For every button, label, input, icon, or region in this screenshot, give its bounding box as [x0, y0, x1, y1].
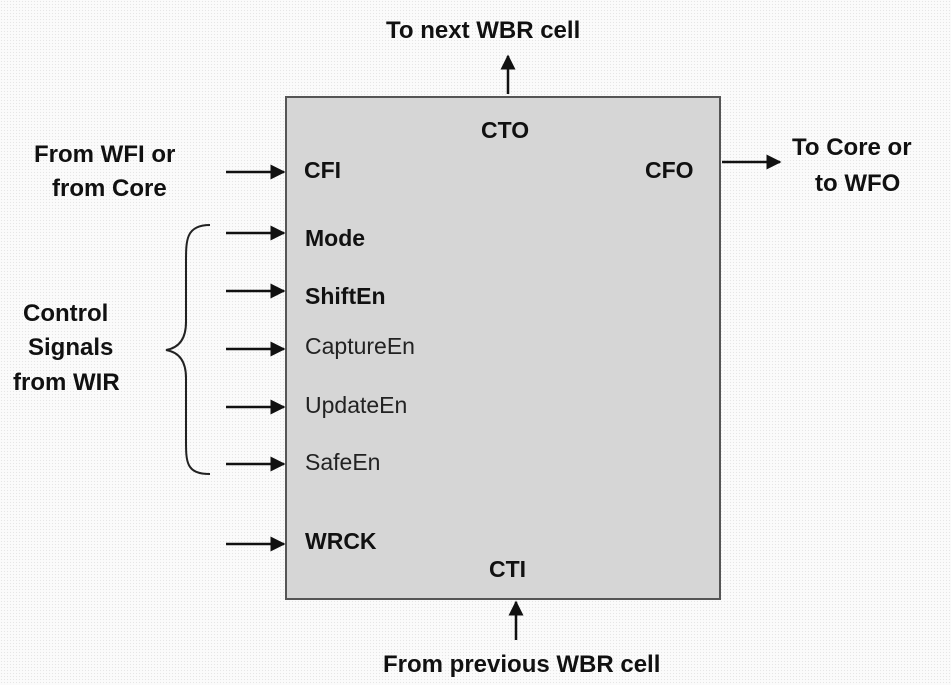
cfi-source-label-line2: from Core: [52, 175, 167, 202]
cti-pin-label: CTI: [489, 556, 527, 582]
cfo-pin-label: CFO: [645, 157, 694, 183]
wrck-pin-label: WRCK: [305, 528, 377, 554]
updateen-pin-label: UpdateEn: [305, 392, 408, 418]
cfi-source-label-line1: From WFI or: [34, 141, 176, 168]
safeen-pin-label: SafeEn: [305, 449, 381, 475]
mode-pin-label: Mode: [305, 225, 366, 251]
cfo-dest-label-line2: to WFO: [815, 170, 901, 197]
captureen-pin-label: CaptureEn: [305, 333, 415, 359]
top-output-label: To next WBR cell: [386, 17, 581, 44]
control-signals-label-line1: Control: [23, 300, 109, 327]
wbr-cell-box: [285, 96, 721, 600]
control-brace: [165, 224, 211, 475]
cfi-pin-label: CFI: [304, 157, 342, 183]
bottom-input-label: From previous WBR cell: [383, 651, 661, 678]
shiften-pin-label: ShiftEn: [305, 283, 386, 309]
control-signals-label-line2: Signals: [28, 334, 114, 361]
control-signals-label-line3: from WIR: [13, 369, 120, 396]
cto-pin-label: CTO: [481, 117, 530, 143]
cfo-dest-label-line1: To Core or: [792, 134, 912, 161]
